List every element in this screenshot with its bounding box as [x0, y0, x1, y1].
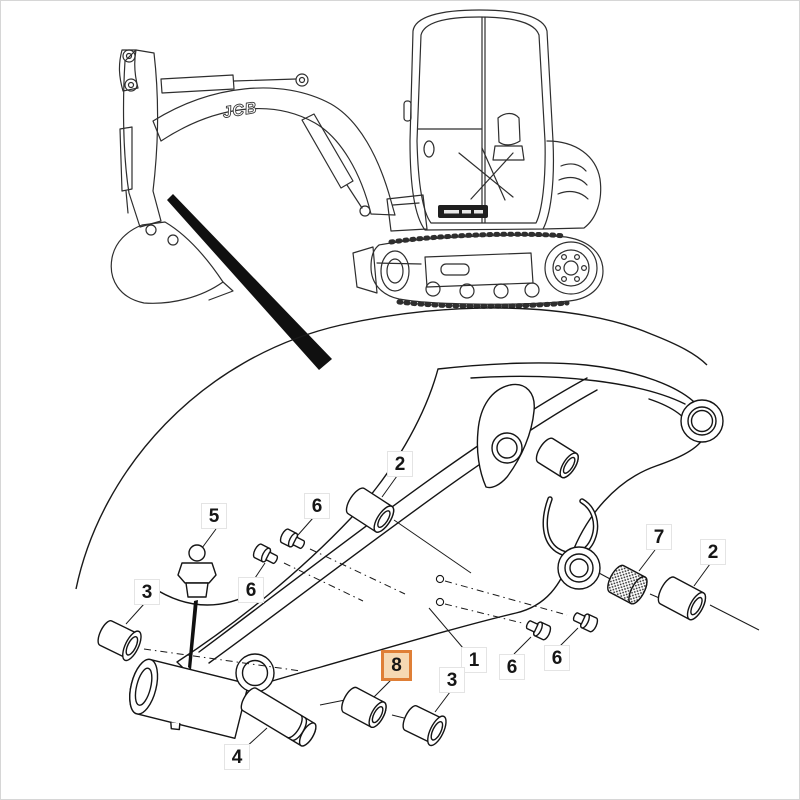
- callout-2-upper[interactable]: 2: [387, 451, 413, 477]
- model-badge: [438, 205, 488, 218]
- part-bushing-3-left: [97, 620, 142, 662]
- zoom-balloon-arc: [75, 307, 708, 590]
- part-pin-4: [240, 687, 317, 747]
- callout-3-left[interactable]: 3: [134, 579, 160, 605]
- assembly-dash-lines: [143, 548, 568, 672]
- callout-3-bottom[interactable]: 3: [439, 667, 465, 693]
- dipper-arm-drawing: [129, 362, 724, 739]
- part-bolt-6-bottom-a: [525, 620, 552, 641]
- part-bolt-6-bottom-b: [572, 612, 599, 633]
- callout-2-right[interactable]: 2: [700, 539, 726, 565]
- part-bolt-6-top-a: [279, 528, 306, 550]
- part-bushing-3-bottom: [402, 705, 447, 747]
- callout-7[interactable]: 7: [646, 524, 672, 550]
- part-grease-nipple-5: [151, 544, 264, 670]
- part-knurled-bush-7: [607, 564, 648, 605]
- part-bushing-8: [341, 686, 387, 729]
- brand-logo: JCB: [221, 100, 258, 122]
- callout-6-left[interactable]: 6: [238, 577, 264, 603]
- callout-1[interactable]: 1: [461, 647, 487, 673]
- excavator-overview-drawing: JCB: [110, 9, 604, 309]
- callout-6-top[interactable]: 6: [304, 493, 330, 519]
- callout-6-bottom-right[interactable]: 6: [544, 645, 570, 671]
- part-bushing-2-upper: [345, 487, 395, 533]
- part-bushing-2-right: [657, 576, 707, 621]
- callout-8-highlighted[interactable]: 8: [381, 650, 412, 681]
- callout-6-bottom-left[interactable]: 6: [499, 654, 525, 680]
- callout-5[interactable]: 5: [201, 503, 227, 529]
- part-bolt-6-top-b: [252, 543, 279, 565]
- zoom-pointer-wedge: [167, 194, 332, 370]
- callout-4[interactable]: 4: [224, 744, 250, 770]
